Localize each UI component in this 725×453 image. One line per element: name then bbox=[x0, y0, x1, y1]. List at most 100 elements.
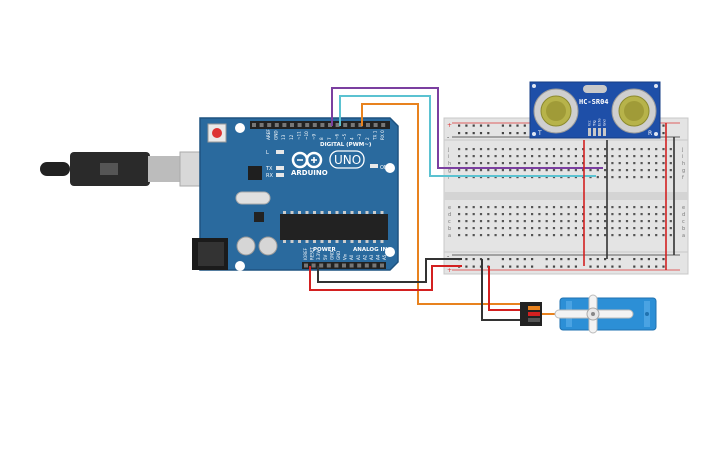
power-pin-label: 3.3V bbox=[316, 251, 321, 260]
hole bbox=[618, 155, 621, 158]
reset-button-cap[interactable] bbox=[212, 128, 222, 138]
hole bbox=[501, 162, 504, 165]
header-pin bbox=[358, 123, 363, 127]
chip-pin bbox=[283, 211, 286, 214]
digital-pin-label: 4 bbox=[350, 137, 355, 140]
wire-servo-signal[interactable] bbox=[361, 103, 532, 305]
hole bbox=[647, 220, 650, 223]
power-pin-label: IOREF bbox=[303, 247, 308, 260]
hole bbox=[487, 220, 490, 223]
digital-pin-label: RX 0 bbox=[380, 130, 385, 140]
hole bbox=[523, 234, 526, 237]
hole bbox=[647, 206, 650, 209]
hole bbox=[538, 213, 541, 216]
hole bbox=[625, 206, 629, 209]
hole bbox=[582, 213, 585, 216]
hole bbox=[487, 155, 490, 158]
hole bbox=[662, 220, 665, 223]
hole bbox=[494, 206, 497, 209]
chip-pin bbox=[358, 240, 361, 243]
hole bbox=[640, 213, 643, 216]
wire-servo-gnd[interactable] bbox=[481, 259, 530, 321]
row-letter: e bbox=[448, 205, 451, 211]
hole bbox=[589, 176, 592, 179]
hole bbox=[618, 220, 621, 223]
hole bbox=[567, 162, 570, 165]
digital-pin-label: 13 bbox=[281, 134, 286, 140]
wire-trig[interactable] bbox=[331, 87, 603, 169]
hole bbox=[465, 124, 468, 127]
header-pin bbox=[312, 123, 317, 127]
header-pin bbox=[259, 123, 264, 127]
hole bbox=[472, 124, 475, 127]
hole bbox=[472, 206, 475, 209]
hole bbox=[494, 220, 497, 223]
hole bbox=[487, 227, 490, 230]
servo-horn-icon[interactable] bbox=[554, 294, 634, 334]
sensor-pin bbox=[603, 128, 606, 136]
hole bbox=[655, 148, 658, 151]
hole bbox=[479, 124, 483, 127]
hole bbox=[552, 148, 556, 151]
hole bbox=[574, 155, 577, 158]
hole bbox=[633, 206, 636, 209]
hole bbox=[465, 220, 468, 223]
hole bbox=[669, 220, 672, 223]
hole bbox=[509, 213, 512, 216]
row-letter: f bbox=[682, 175, 684, 181]
hole bbox=[647, 258, 650, 261]
hole bbox=[552, 258, 556, 261]
mount-hole bbox=[654, 132, 658, 136]
hole bbox=[552, 162, 556, 165]
hole bbox=[582, 148, 585, 151]
l-label: L bbox=[266, 150, 269, 156]
header-pin bbox=[334, 263, 339, 268]
hole bbox=[516, 220, 519, 223]
header-pin bbox=[319, 263, 324, 268]
hole bbox=[472, 176, 475, 179]
wire-servo-power[interactable] bbox=[488, 266, 530, 311]
hole bbox=[479, 227, 483, 230]
hole bbox=[618, 169, 621, 172]
wire-echo[interactable] bbox=[339, 95, 596, 177]
hole bbox=[531, 176, 534, 179]
chip-pin bbox=[328, 240, 331, 243]
hole bbox=[647, 162, 650, 165]
hole bbox=[647, 234, 650, 237]
hole bbox=[596, 265, 599, 268]
hole bbox=[465, 148, 468, 151]
hole bbox=[611, 213, 614, 216]
digital-pin-label: 12 bbox=[289, 134, 294, 140]
hole bbox=[611, 155, 614, 158]
hole bbox=[531, 148, 534, 151]
hole bbox=[662, 155, 665, 158]
hole bbox=[596, 258, 599, 261]
row-letter: j bbox=[681, 147, 683, 153]
hole bbox=[458, 176, 461, 179]
hole bbox=[487, 169, 490, 172]
hole bbox=[552, 213, 556, 216]
hole bbox=[458, 132, 461, 135]
hole bbox=[560, 206, 563, 209]
wire-gnd[interactable] bbox=[317, 258, 462, 283]
hole bbox=[655, 169, 658, 172]
hole bbox=[552, 155, 556, 158]
rail-plus-label: + bbox=[447, 122, 452, 129]
hole bbox=[545, 234, 548, 237]
header-pin bbox=[364, 263, 369, 268]
hole bbox=[531, 169, 534, 172]
chip-pin bbox=[320, 211, 324, 214]
chip-pin bbox=[380, 211, 384, 214]
hole bbox=[596, 234, 599, 237]
hole bbox=[618, 213, 621, 216]
hole bbox=[633, 148, 636, 151]
usb-cable-end bbox=[40, 162, 70, 176]
mount-hole bbox=[385, 163, 395, 173]
wire-5v[interactable] bbox=[309, 265, 462, 291]
hole bbox=[574, 213, 577, 216]
hole bbox=[523, 206, 526, 209]
chip-pin bbox=[313, 240, 316, 243]
hole bbox=[523, 176, 526, 179]
